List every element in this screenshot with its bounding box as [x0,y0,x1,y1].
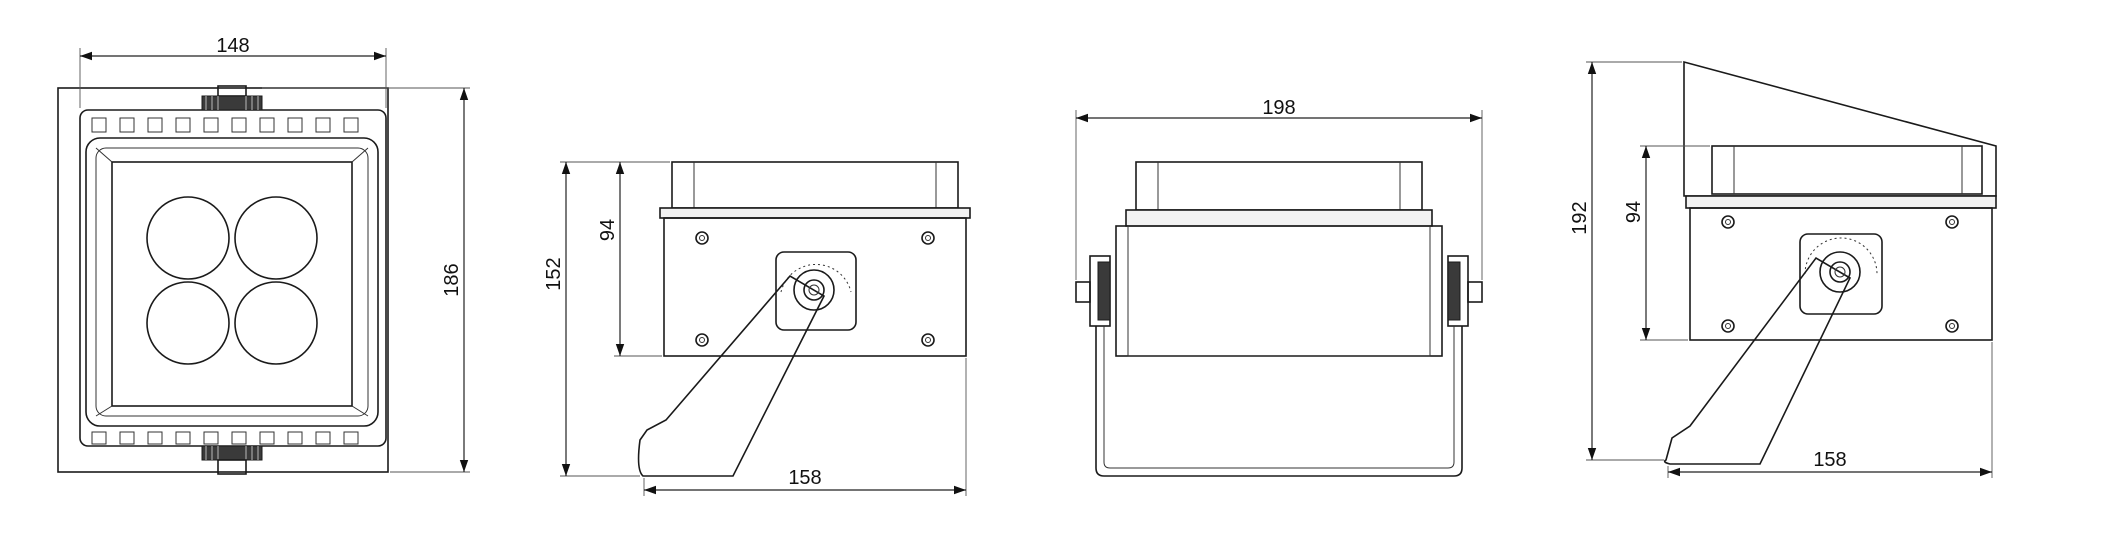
front-bezel-outer [85,137,379,427]
side-right-rim [1685,195,1997,209]
front-bezel-inner [95,147,369,417]
front-view: 148 186 [57,35,470,475]
front-height-label: 186 [441,263,463,296]
side-left-depth-label: 158 [788,467,821,489]
top-u-bracket [1095,326,1463,477]
front-bottom-fins [91,431,359,445]
top-width-dimension: 198 [1075,97,1483,280]
side-left-depth-dimension: 158 [643,358,967,496]
side-right-wedge-mount [1683,60,1997,197]
side-left-body-dimension: 94 [597,161,670,357]
front-height-dimension: 186 [262,87,470,473]
front-led-4 [234,281,318,365]
side-left-front-rim [659,207,971,219]
front-width-dimension: 148 [79,35,387,108]
top-view: 198 [1075,97,1483,477]
front-lens-window [111,161,353,407]
top-rim [1125,209,1433,227]
side-left-heatsink [671,161,959,209]
front-led-1 [146,196,230,280]
front-width-label: 148 [216,35,249,57]
side-right-bracket-arm [1663,256,1852,465]
side-right-heatsink [1711,145,1983,195]
side-left-bracket-arm [637,274,826,477]
side-left-tilt-plate [775,251,857,331]
side-left-body-label: 94 [597,219,619,241]
top-heatsink [1135,161,1423,211]
front-led-2 [234,196,318,280]
front-bottom-pivot [201,445,263,475]
side-right-height-dimension: 192 [1569,61,1682,461]
side-right-view: 192 94 158 [1569,60,1997,478]
side-right-depth-label: 158 [1813,449,1846,471]
side-left-body [663,217,967,357]
side-left-height-label: 152 [543,257,565,290]
side-right-depth-dimension: 158 [1667,342,1993,478]
front-housing [79,109,387,447]
top-right-pivot [1447,255,1483,327]
front-top-fins [91,117,359,133]
top-body [1115,225,1443,357]
front-top-pivot [201,85,263,111]
front-mounting-plate [57,87,389,473]
top-left-pivot [1075,255,1111,327]
side-right-height-label: 192 [1569,201,1591,234]
side-left-view: 152 94 158 [543,161,971,496]
top-width-label: 198 [1262,97,1295,119]
front-led-3 [146,281,230,365]
side-right-body-dimension: 94 [1623,145,1710,341]
side-left-height-dimension: 152 [543,161,670,477]
side-right-body [1689,207,1993,341]
side-right-tilt-plate [1799,233,1883,315]
side-right-body-label: 94 [1623,201,1645,223]
